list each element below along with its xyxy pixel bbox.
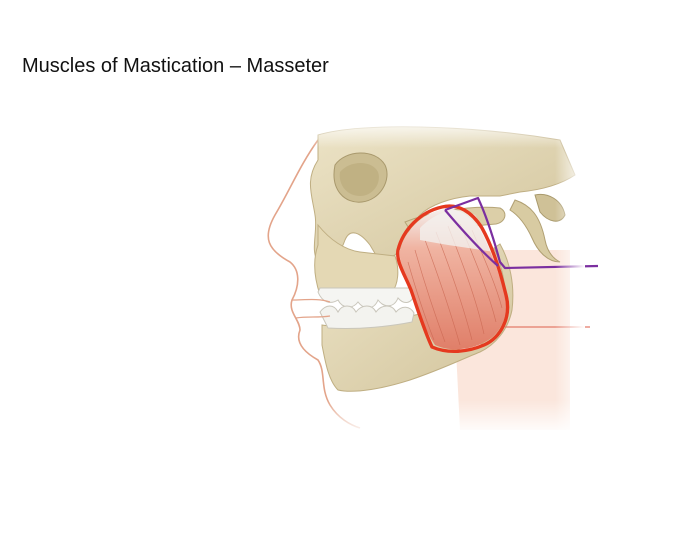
lower-teeth bbox=[319, 305, 415, 330]
face-profile-outline bbox=[267, 139, 361, 429]
maxilla bbox=[314, 223, 399, 296]
fade-top bbox=[300, 118, 590, 148]
slide-title: Muscles of Mastication – Masseter bbox=[22, 55, 329, 77]
fade-bottom bbox=[300, 400, 590, 435]
lips-outline bbox=[291, 298, 331, 319]
fade-right bbox=[555, 130, 585, 430]
masseter-deep-outline-purple bbox=[444, 196, 599, 270]
masseter-outline-red bbox=[396, 204, 510, 353]
upper-teeth bbox=[317, 287, 415, 309]
orbit-shadow bbox=[339, 163, 379, 196]
